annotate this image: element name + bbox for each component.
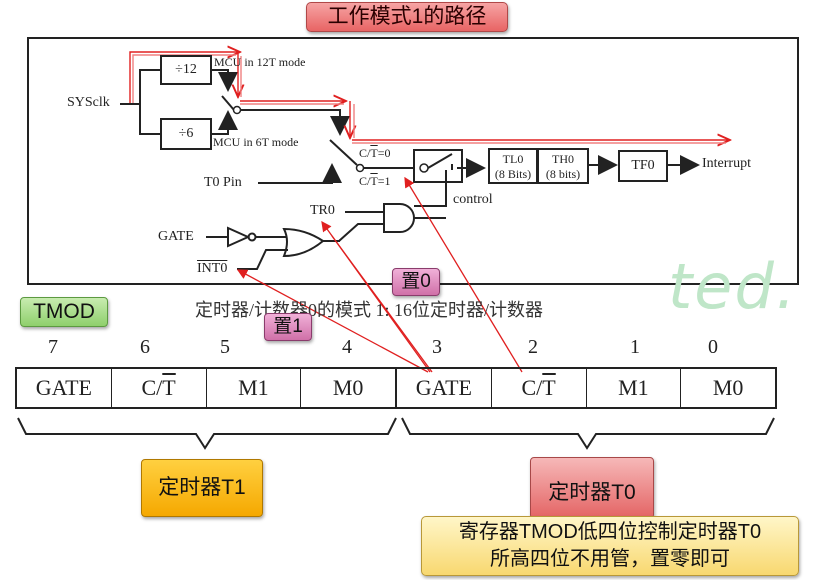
tl0-sub: (8 Bits) bbox=[494, 167, 532, 181]
title-banner: 工作模式1的路径 bbox=[306, 2, 508, 32]
bit-number: 5 bbox=[220, 336, 230, 358]
tl0-register-block: TL0 (8 Bits) bbox=[488, 148, 538, 184]
pointer-arrows bbox=[236, 176, 523, 373]
reg-cell-m1-t0: M1 bbox=[587, 369, 682, 407]
tf0-flag-block: TF0 bbox=[618, 150, 668, 182]
bit-number: 3 bbox=[432, 336, 442, 358]
int0-label: INT0 bbox=[197, 261, 228, 276]
timer1-tag: 定时器T1 bbox=[141, 459, 263, 517]
note-box: 寄存器TMOD低四位控制定时器T0 所高四位不用管，置零即可 bbox=[421, 516, 799, 576]
tmod-tag: TMOD bbox=[20, 297, 108, 327]
reg-cell-m0-t0: M0 bbox=[712, 375, 744, 400]
bit-number: 0 bbox=[708, 336, 718, 358]
interrupt-label: Interrupt bbox=[702, 156, 751, 171]
bit-number: 2 bbox=[528, 336, 538, 358]
t0-pin-label: T0 Pin bbox=[204, 175, 242, 190]
wire-to-div12 bbox=[139, 69, 160, 104]
wire-to-div6 bbox=[139, 104, 160, 135]
brace-high-nibble bbox=[17, 417, 397, 450]
reg-cell-gate-t0: GATE bbox=[397, 369, 492, 407]
th0-sub: (8 bits) bbox=[545, 167, 581, 181]
gate-label: GATE bbox=[158, 229, 194, 244]
tmod-register-table: GATE C/T M1 M0 GATE C/T M1 M0 bbox=[15, 367, 777, 409]
tl0-label: TL0 bbox=[502, 152, 524, 166]
mode-6t-label: MCU in 6T mode bbox=[213, 135, 299, 149]
bit-number: 6 bbox=[140, 336, 150, 358]
tr0-label: TR0 bbox=[310, 203, 335, 218]
timer0-tag: 定时器T0 bbox=[530, 457, 654, 519]
sysclk-label: SYSclk bbox=[67, 95, 110, 110]
set0-tag: 置0 bbox=[392, 268, 440, 296]
reg-cell-ct-t1: C/T bbox=[112, 369, 207, 407]
mode-12t-label: MCU in 12T mode bbox=[214, 55, 306, 69]
th0-label: TH0 bbox=[552, 152, 574, 166]
watermark: ted. bbox=[668, 250, 798, 323]
note-line1: 寄存器TMOD低四位控制定时器T0 bbox=[458, 521, 762, 543]
ct0-label: C/T=0 bbox=[359, 146, 391, 160]
control-label: control bbox=[453, 192, 493, 207]
set1-tag: 置1 bbox=[264, 313, 312, 341]
divide-by-6-block: ÷6 bbox=[160, 118, 212, 150]
reg-cell-gate-t1: GATE bbox=[17, 369, 112, 407]
bit-number: 4 bbox=[342, 336, 352, 358]
bit-number: 1 bbox=[630, 336, 640, 358]
reg-cell-ct-t0: C/T bbox=[492, 369, 587, 407]
brace-low-nibble bbox=[401, 417, 775, 450]
ct1-label: C/T=1 bbox=[359, 174, 391, 188]
reg-cell-m1-t1: M1 bbox=[207, 369, 302, 407]
note-line2: 所高四位不用管，置零即可 bbox=[490, 548, 730, 570]
bit-number: 7 bbox=[48, 336, 58, 358]
th0-register-block: TH0 (8 bits) bbox=[537, 148, 589, 184]
reg-cell-m0-t1: M0 bbox=[301, 369, 397, 407]
divide-by-12-block: ÷12 bbox=[160, 55, 212, 85]
